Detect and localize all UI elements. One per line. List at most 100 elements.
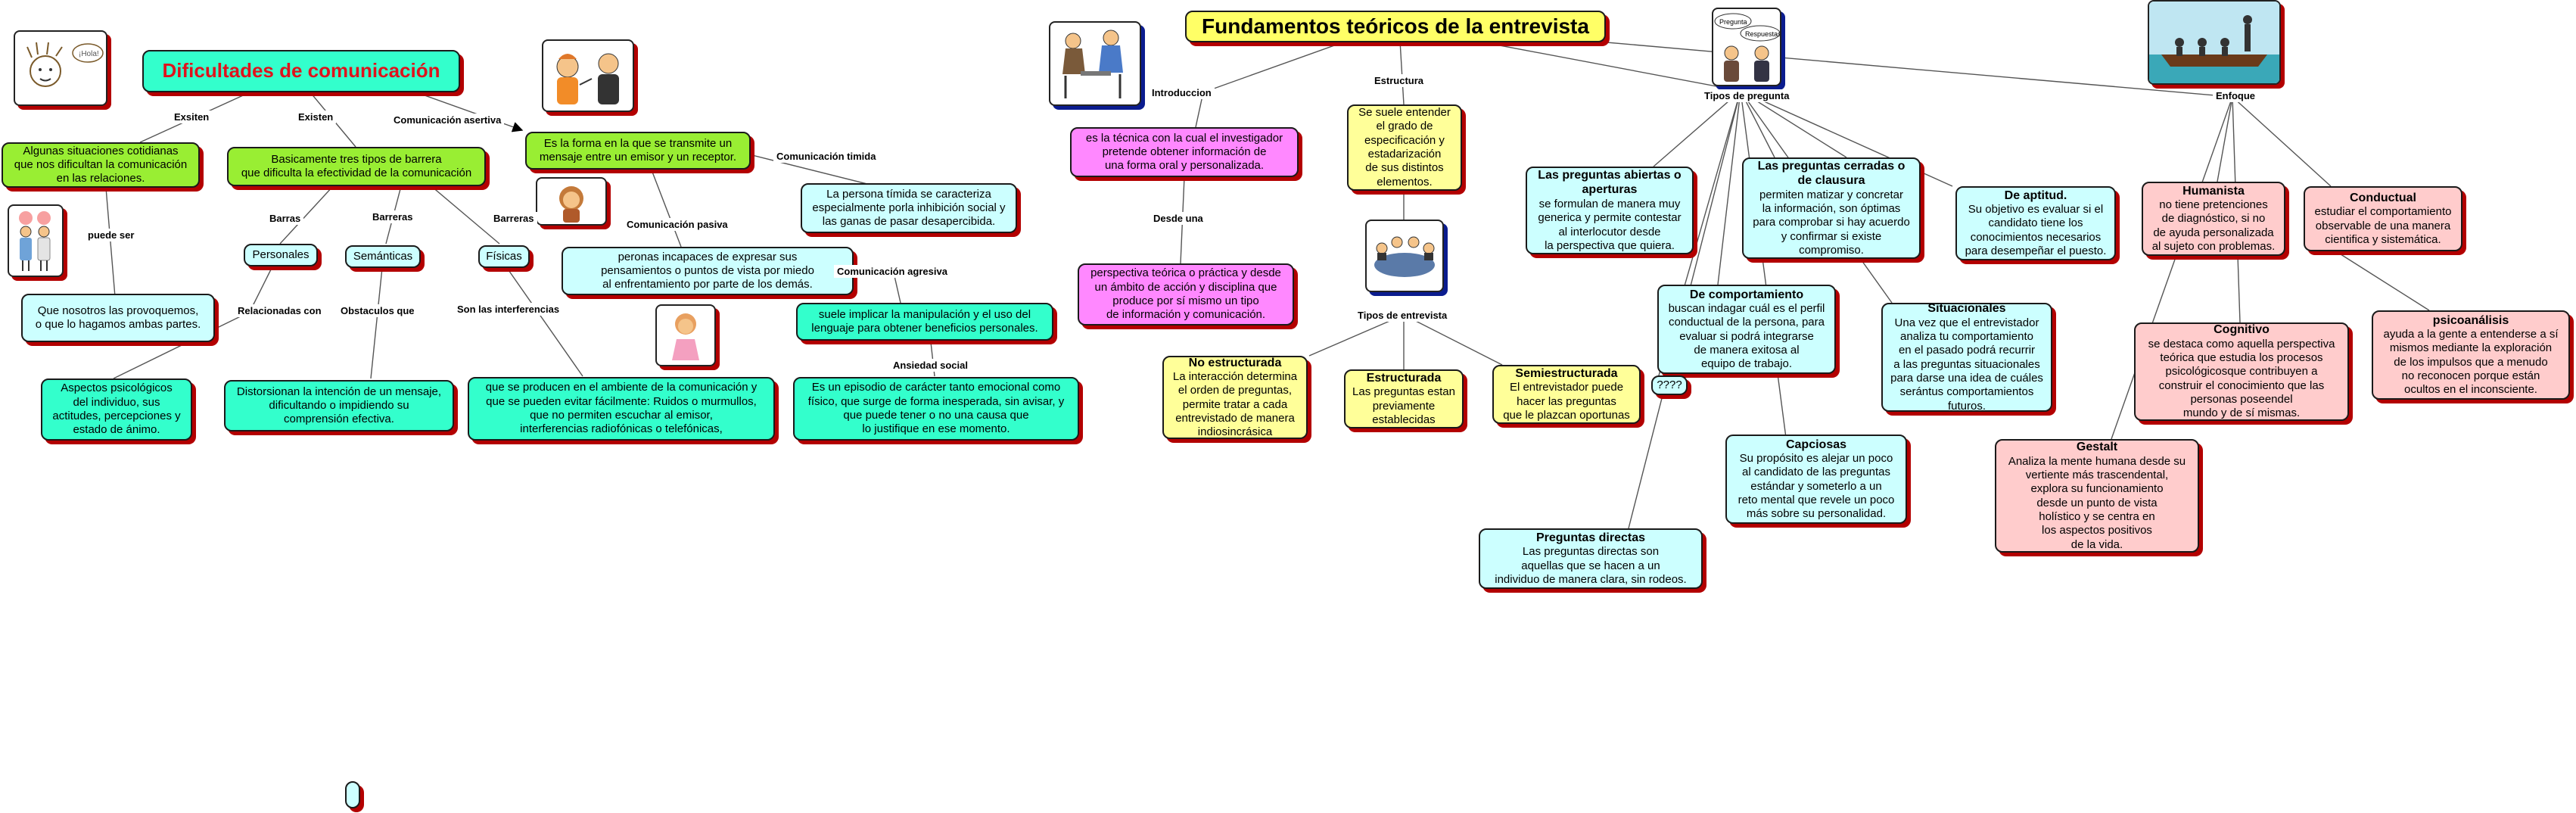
svg-text:Respuestas: Respuestas	[1745, 30, 1780, 38]
link	[1717, 90, 1741, 285]
node-interferencias[interactable]: que se producen en el ambiente de la com…	[468, 377, 775, 441]
link	[1475, 40, 1741, 92]
node-comunicacion-asertiva[interactable]: Es la forma en la que se transmite un me…	[525, 132, 751, 170]
node-semanticas[interactable]: Semánticas	[345, 245, 421, 268]
title-fundamentos[interactable]: Fundamentos teóricos de la entrevista	[1185, 11, 1606, 42]
node-directas-text: Las preguntas directas son aquellas que …	[1495, 545, 1687, 586]
node-estructura[interactable]: Se suele entender el grado de especifica…	[1347, 104, 1462, 191]
node-cognitivo[interactable]: Cognitivo se destaca como aquella perspe…	[2134, 322, 2349, 421]
label-barreras-2: Barreras	[490, 212, 537, 225]
node-comportamiento-title: De comportamiento	[1689, 288, 1804, 301]
node-humanista[interactable]: Humanista no tiene pretenciones de diagn…	[2142, 182, 2285, 256]
node-perspectiva-text: perspectiva teórica o práctica y desde u…	[1090, 266, 1281, 322]
node-personales[interactable]: Personales	[244, 244, 318, 266]
label-puede-ser: puede ser	[85, 229, 138, 241]
link	[1653, 90, 1741, 167]
label-tipos-entrevista: Tipos de entrevista	[1355, 309, 1451, 322]
link	[415, 92, 524, 132]
label-barras: Barras	[266, 212, 304, 225]
thinking-man-illustration: ¡Hola!	[14, 30, 107, 106]
node-semanticas-text: Semánticas	[353, 249, 413, 263]
node-semiestructurada-text: El entrevistador puede hacer las pregunt…	[1503, 381, 1630, 422]
node-abiertas[interactable]: Las preguntas abiertas o aperturas se fo…	[1526, 167, 1694, 254]
label-comunicacion-agresiva: Comunicación agresiva	[834, 265, 950, 278]
label-barreras-1: Barreras	[369, 210, 416, 223]
node-gestalt-title: Gestalt	[2076, 441, 2118, 454]
link	[1202, 40, 1348, 93]
node-fisicas[interactable]: Físicas	[478, 245, 530, 268]
svg-text:¡Hola!: ¡Hola!	[79, 50, 99, 58]
svg-text:Pregunta: Pregunta	[1719, 18, 1747, 26]
node-intro-text: es la técnica con la cual el investigado…	[1085, 131, 1283, 173]
node-directas[interactable]: Preguntas directas Las preguntas directa…	[1479, 528, 1703, 589]
node-aspectos[interactable]: Aspectos psicológicos del individuo, sus…	[41, 378, 192, 441]
link	[1399, 40, 1405, 105]
node-capciosas[interactable]: Capciosas Su propósito es alejar un poco…	[1725, 435, 1907, 524]
node-agresiva-text: suele implicar la manipulación y el uso …	[811, 307, 1038, 335]
node-gestalt[interactable]: Gestalt Analiza la mente humana desde su…	[1995, 439, 2199, 553]
node-barreras[interactable]: Basicamente tres tipos de barrera que di…	[227, 147, 486, 186]
link	[1588, 40, 2233, 98]
node-situacionales-text: Una vez que el entrevistador analiza tu …	[1890, 316, 2043, 413]
node-abiertas-title: Las preguntas abiertas o aperturas	[1538, 168, 1682, 197]
node-situacionales[interactable]: Situacionales Una vez que el entrevistad…	[1881, 302, 2052, 413]
node-distorsionan[interactable]: Distorsionan la intención de un mensaje,…	[224, 380, 454, 431]
node-cerradas-title: Las preguntas cerradas o de clausura	[1757, 159, 1906, 188]
link	[1308, 314, 1405, 357]
node-cerradas-text: permiten matizar y concretar la informac…	[1753, 188, 1910, 257]
girl-illustration	[655, 304, 716, 366]
link	[279, 185, 334, 245]
node-cognitivo-title: Cognitivo	[2214, 323, 2270, 337]
label-son-interferencias: Son las interferencias	[454, 303, 563, 316]
link	[431, 185, 500, 245]
node-estructurada[interactable]: Estructurada Las preguntas estan previam…	[1344, 369, 1464, 428]
node-cognitivo-text: se destaca como aquella perspectiva teór…	[2148, 337, 2335, 420]
node-timida[interactable]: La persona tímida se caracteriza especia…	[801, 183, 1017, 233]
node-pasiva-text: peronas incapaces de expresar sus pensam…	[601, 250, 814, 291]
title-dificultades[interactable]: Dificultades de comunicación	[142, 50, 460, 92]
node-perspectiva[interactable]: perspectiva teórica o práctica y desde u…	[1078, 263, 1294, 326]
node-semiestructurada[interactable]: Semiestructurada El entrevistador puede …	[1492, 365, 1641, 424]
node-abiertas-text: se formulan de manera muy generica y per…	[1538, 197, 1682, 252]
link	[370, 267, 383, 379]
node-semiestructurada-title: Semiestructurada	[1515, 366, 1618, 380]
node-situaciones-text: Algunas situaciones cotidianas que nos d…	[14, 144, 188, 185]
node-comportamiento-text: buscan indagar cuál es el perfil conduct…	[1668, 302, 1825, 371]
node-interferencias-text: que se producen en el ambiente de la com…	[485, 381, 758, 436]
link	[113, 311, 250, 379]
node-agresiva[interactable]: suele implicar la manipulación y el uso …	[796, 303, 1053, 341]
label-existen-2: Existen	[295, 111, 337, 123]
label-comunicacion-pasiva: Comunicación pasiva	[624, 218, 731, 231]
node-cerradas[interactable]: Las preguntas cerradas o de clausura per…	[1742, 157, 1921, 259]
couple-illustration	[8, 204, 64, 277]
node-empty[interactable]	[345, 781, 360, 808]
node-conductual-text: estudiar el comportamiento observable de…	[2314, 205, 2452, 246]
node-aptitud-title: De aptitud.	[2004, 188, 2067, 202]
node-personales-text: Personales	[252, 248, 310, 261]
node-comportamiento[interactable]: De comportamiento buscan indagar cuál es…	[1657, 285, 1836, 374]
node-situacionales-title: Situacionales	[1927, 302, 2006, 316]
node-ansiedad[interactable]: Es un episodio de carácter tanto emocion…	[793, 377, 1079, 441]
node-pasiva[interactable]: peronas incapaces de expresar sus pensam…	[562, 247, 854, 295]
node-interrogantes[interactable]: ????	[1651, 375, 1688, 395]
node-no-estructurada[interactable]: No estructurada La interacción determina…	[1162, 356, 1308, 439]
node-provocamos[interactable]: Que nosotros las provoquemos, o que lo h…	[21, 294, 215, 342]
link	[2338, 252, 2430, 311]
node-situaciones[interactable]: Algunas situaciones cotidianas que nos d…	[2, 142, 200, 188]
link	[2232, 96, 2332, 187]
link	[1740, 90, 1787, 438]
link	[2111, 96, 2233, 440]
node-aspectos-text: Aspectos psicológicos del individuo, sus…	[52, 382, 181, 437]
node-intro[interactable]: es la técnica con la cual el investigado…	[1070, 127, 1299, 177]
node-fisicas-text: Físicas	[486, 249, 522, 263]
node-psicoanalisis[interactable]: psicoanálisis ayuda a la gente a entende…	[2372, 310, 2570, 400]
node-aptitud[interactable]: De aptitud. Su objetivo es evaluar si el…	[1955, 186, 2116, 260]
link	[1403, 314, 1503, 366]
link	[506, 267, 583, 377]
node-capciosas-text: Su propósito es alejar un poco al candid…	[1738, 452, 1895, 521]
label-relacionadas: Relacionadas con	[235, 304, 325, 317]
node-timida-text: La persona tímida se caracteriza especia…	[812, 187, 1006, 229]
node-conductual[interactable]: Conductual estudiar el comportamiento ob…	[2304, 186, 2462, 251]
label-introduccion: Introduccion	[1149, 86, 1215, 99]
node-humanista-text: no tiene pretenciones de diagnóstico, si…	[2151, 198, 2276, 254]
